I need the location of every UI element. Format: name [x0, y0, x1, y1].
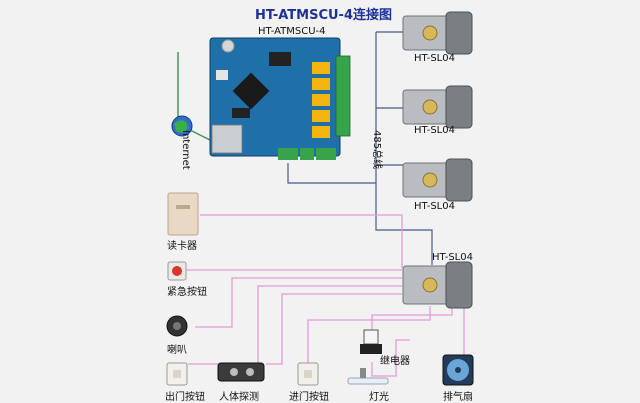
diagram-title: HT-ATMSCU-4连接图: [255, 8, 392, 23]
exit-button-label: 出门按钮: [165, 392, 205, 403]
lock-1-label: HT-SL04: [414, 53, 455, 64]
light-graphic: [347, 368, 389, 385]
controller-label: HT-ATMSCU-4: [258, 26, 326, 37]
wire-entry: [307, 306, 431, 364]
light-label: 灯光: [369, 392, 389, 403]
globe-icon: [171, 115, 193, 137]
lock-4-label: HT-SL04: [432, 252, 473, 263]
lock-3-label: HT-SL04: [414, 201, 455, 212]
wire-relay: [371, 306, 453, 340]
emergency-button-graphic: [167, 261, 187, 281]
card-reader-label: 读卡器: [167, 241, 197, 252]
network-wire-to-board: [189, 129, 211, 141]
terminal-blocks: [278, 55, 351, 160]
wire-card-reader: [200, 214, 403, 268]
wire-light: [371, 339, 410, 377]
wire-speaker: [195, 277, 402, 328]
emergency-button-label: 紧急按钮: [167, 287, 207, 298]
lock-4-graphic: [402, 261, 473, 309]
motion-sensor-label: 人体探测: [219, 392, 259, 403]
lock-2-graphic: [402, 85, 473, 129]
lock-1-graphic: [402, 11, 473, 55]
fan-label: 排气扇: [443, 392, 473, 403]
exit-button-graphic: [166, 362, 188, 386]
controller-board: [209, 37, 351, 160]
speaker-label: 喇叭: [167, 345, 187, 356]
relay-graphic: [360, 329, 382, 354]
lock-3-graphic: [402, 158, 473, 202]
speaker-graphic: [166, 315, 188, 337]
motion-sensor-graphic: [217, 362, 265, 382]
entry-button-label: 进门按钮: [289, 392, 329, 403]
bus-wire-main: [375, 32, 433, 265]
bus-wire-board: [287, 163, 376, 184]
wire-motion: [266, 293, 402, 365]
internet-label: Internet: [180, 130, 191, 170]
lock-2-label: HT-SL04: [414, 125, 455, 136]
bus-label: 485总线: [371, 130, 382, 170]
entry-button-graphic: [297, 362, 319, 386]
relay-bank: [312, 62, 330, 138]
fan-graphic: [442, 354, 474, 386]
card-reader-graphic: [167, 192, 199, 236]
relay-label: 继电器: [380, 356, 410, 367]
